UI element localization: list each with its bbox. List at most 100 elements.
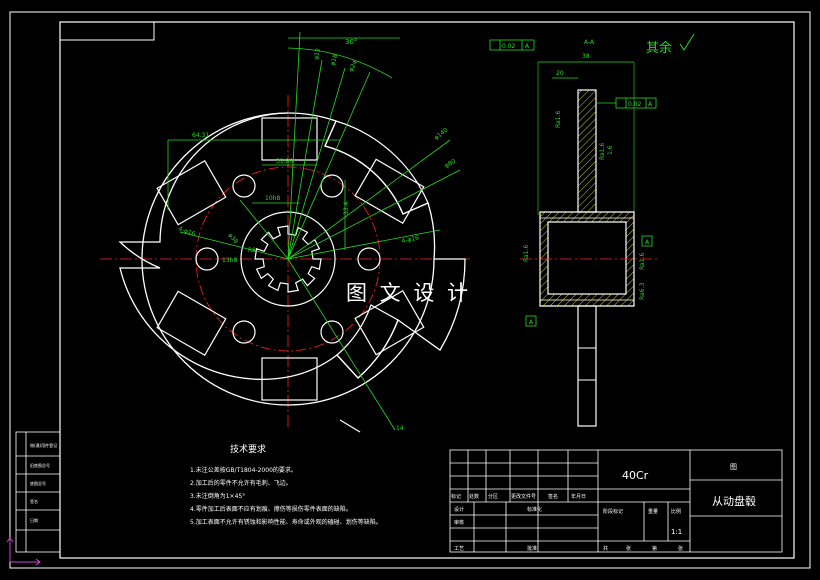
side-block bbox=[15, 431, 61, 553]
dimension-lines bbox=[167, 31, 461, 431]
rough-label-1: Ra1.6 bbox=[555, 111, 562, 128]
flange-lower bbox=[577, 305, 597, 427]
dim-d-top3: φ24 bbox=[348, 59, 360, 73]
header-label-6: 年月日 bbox=[571, 493, 586, 500]
top-left-box bbox=[59, 21, 155, 41]
datum-box-2 bbox=[525, 315, 537, 327]
dim-side-top2: 20 bbox=[556, 70, 564, 77]
spline-profile bbox=[254, 225, 322, 293]
gtol-value-2: 0.02 bbox=[628, 101, 642, 108]
tech-item-5: 5.加工表面不允许有锈蚀和影响性能、寿命或外观的磕碰、划伤等缺陷。 bbox=[190, 518, 382, 526]
window-upper-right bbox=[354, 158, 425, 225]
slot-edge bbox=[339, 419, 361, 433]
side-label-5: 日期 bbox=[30, 517, 38, 523]
mid-label-1: 标准化 bbox=[527, 506, 542, 513]
side-label-1: 借(通)用件登记 bbox=[30, 442, 57, 448]
gtol-ref-1: A bbox=[525, 43, 530, 50]
dim-h: 13h8 bbox=[222, 257, 237, 264]
material-text: 40Cr bbox=[622, 469, 649, 482]
row-label-1: 设计 bbox=[454, 506, 464, 513]
window-lower-left bbox=[156, 290, 227, 357]
hole-4 bbox=[357, 247, 381, 271]
tech-item-2: 2.加工后的零件不允许有毛刺、飞边。 bbox=[190, 479, 292, 487]
hub-bore bbox=[547, 221, 627, 295]
window-bottom bbox=[261, 357, 318, 401]
weight-label: 重量 bbox=[648, 508, 658, 515]
header-label-3: 分区 bbox=[488, 493, 498, 500]
sheet-label-3: 第 bbox=[652, 545, 657, 552]
header-label-4: 更改文件号 bbox=[511, 493, 536, 500]
dim-d-top: φ12 bbox=[313, 48, 322, 61]
tech-item-3: 3.未注倒角为1×45° bbox=[190, 492, 245, 500]
rough-label-5: Ra6.3 bbox=[639, 283, 646, 300]
hole-2 bbox=[320, 174, 344, 198]
hub-outline bbox=[118, 112, 466, 380]
tech-item-4: 4.零件加工后表面不应有划痕、擦伤等损伤零件表面的缺陷。 bbox=[190, 505, 352, 513]
hole-5 bbox=[232, 320, 256, 344]
side-label-2: 旧底图总号 bbox=[30, 462, 50, 468]
datum-box-1 bbox=[641, 235, 653, 247]
roughness-symbol bbox=[679, 33, 695, 51]
dim-d-right2: φ80 bbox=[444, 158, 458, 170]
tech-title: 技术要求 bbox=[230, 443, 266, 455]
dim-width-top: 64.31 bbox=[192, 132, 209, 139]
tech-item-1: 1.未注公差按GB/T1804-2000的要求。 bbox=[190, 466, 297, 474]
window-lower-right bbox=[354, 289, 425, 356]
part-name: 从动盘毂 bbox=[712, 494, 756, 508]
header-label-1: 标记 bbox=[451, 493, 461, 500]
title-top-right: 图 bbox=[730, 463, 737, 471]
gtol-ref-2: A bbox=[648, 101, 653, 108]
dim-left2: φ38 bbox=[226, 232, 239, 246]
rough-label-4: Ra1.6 bbox=[639, 253, 646, 270]
roughness-note: 其余 bbox=[646, 40, 672, 56]
outer-segment-2 bbox=[336, 304, 399, 379]
dim-angle-top: 30° bbox=[345, 38, 357, 46]
ucs-icon bbox=[6, 537, 41, 566]
rough-label-6: 1.6 bbox=[607, 145, 614, 155]
rough-label-3: Ra1.6 bbox=[523, 245, 530, 262]
side-label-3: 底图总号 bbox=[30, 480, 46, 486]
dim-small: R8 bbox=[248, 247, 256, 254]
section-view: A-A 38 20 0.02 A 0.02 A 其余 bbox=[489, 33, 695, 427]
dim-mid: 33.4 bbox=[343, 201, 350, 215]
stage-label: 阶段标记 bbox=[603, 508, 623, 515]
scale-label: 比例 bbox=[671, 508, 681, 515]
hole-3 bbox=[195, 247, 219, 271]
dim-width-slot: 31.80 bbox=[276, 158, 293, 165]
sheet-label-1: 共 bbox=[603, 545, 608, 552]
front-view: 30° φ12 φ18 φ24 φ140 φ80 64.31 31.80 10h… bbox=[100, 31, 470, 433]
mid-label-2: 批准 bbox=[527, 545, 537, 552]
title-block bbox=[449, 449, 783, 553]
dim-d-top2: φ18 bbox=[329, 53, 339, 66]
dim-d-center: 10h8 bbox=[265, 195, 280, 202]
sheet-label-2: 张 bbox=[626, 545, 631, 552]
flange-upper-section bbox=[577, 89, 597, 213]
row-label-2: 审核 bbox=[454, 519, 464, 526]
dim-left: 4-φ16 bbox=[177, 225, 196, 238]
outer-arc bbox=[141, 112, 435, 406]
sheet-label-4: 张 bbox=[678, 545, 683, 552]
window-top bbox=[261, 117, 318, 161]
side-label-4: 签名 bbox=[30, 498, 38, 504]
dim-right3: 4-φ16 bbox=[401, 234, 420, 245]
header-label-5: 签名 bbox=[548, 493, 558, 500]
section-label: A-A bbox=[584, 39, 595, 46]
outer-frame bbox=[9, 11, 811, 569]
datum-label-1: A bbox=[645, 239, 650, 246]
gtol-frame-1 bbox=[489, 39, 535, 51]
hub-circle bbox=[240, 211, 336, 307]
tech-requirements: 技术要求 1.未注公差按GB/T1804-2000的要求。 2.加工后的零件不允… bbox=[190, 443, 382, 526]
inner-frame bbox=[59, 21, 795, 559]
datum-label-2: A bbox=[529, 319, 534, 326]
gtol-value-1: 0.02 bbox=[502, 43, 516, 50]
rough-label-2: Ra1.6 bbox=[599, 143, 606, 160]
hole-1 bbox=[232, 174, 256, 198]
window-upper-left bbox=[156, 159, 227, 226]
watermark: 图 文 设 计 bbox=[346, 281, 471, 305]
header-label-2: 处数 bbox=[469, 493, 479, 500]
hole-6 bbox=[320, 320, 344, 344]
scale-ratio: 1:1 bbox=[671, 528, 682, 536]
dim-v: 14 bbox=[396, 425, 404, 432]
dim-side-top: 38 bbox=[582, 53, 590, 60]
